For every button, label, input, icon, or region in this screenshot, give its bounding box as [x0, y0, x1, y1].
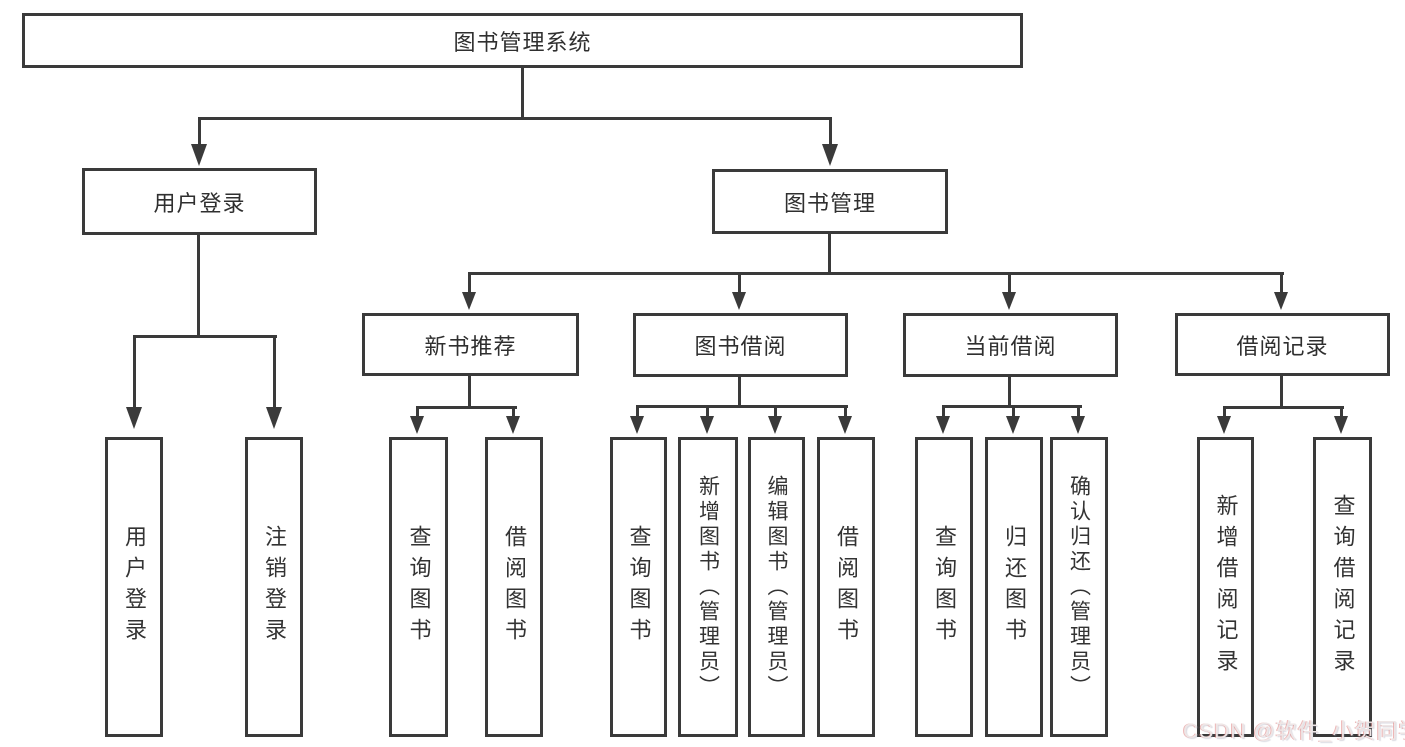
arrowhead-icon	[822, 144, 838, 166]
node-book-borrowing: 图书借阅	[633, 313, 848, 377]
leaf-add-borrow-record: 新增借阅记录	[1197, 437, 1254, 737]
arrowhead-icon	[1006, 416, 1020, 434]
edge-leaf	[844, 405, 847, 418]
edge-root-rail	[198, 117, 832, 120]
leaf-query-books-borrowing: 查询图书	[610, 437, 667, 737]
arrowhead-icon	[462, 292, 476, 310]
edge-recommend-stem	[468, 376, 471, 406]
edge-records-stem	[1280, 376, 1283, 406]
edge-leaf	[774, 405, 777, 418]
node-user-login: 用户登录	[82, 168, 317, 235]
arrowhead-icon	[630, 416, 644, 434]
edge-to-leaf-user-login	[133, 335, 136, 409]
arrowhead-icon	[191, 144, 207, 166]
edge-records-rail	[1224, 406, 1344, 409]
leaf-query-books-current-label: 查询图书	[932, 525, 957, 649]
edge-leaf	[1077, 405, 1080, 418]
edge-to-book-borrowing	[738, 272, 741, 293]
arrowhead-icon	[768, 416, 782, 434]
leaf-borrow-books-recommend: 借阅图书	[485, 437, 543, 737]
leaf-logout-label: 注销登录	[262, 525, 287, 649]
leaf-edit-books-admin: 编辑图书（管理员）	[748, 437, 805, 737]
arrowhead-icon	[732, 292, 746, 310]
leaf-add-borrow-record-label: 新增借阅记录	[1213, 494, 1239, 680]
edge-leaf	[706, 405, 709, 418]
leaf-confirm-return-admin: 确认归还（管理员）	[1050, 437, 1108, 737]
edge-book-mgmt-rail	[469, 272, 1284, 275]
arrowhead-icon	[1334, 416, 1348, 434]
leaf-query-borrow-record: 查询借阅记录	[1313, 437, 1372, 737]
edge-recommend-rail	[417, 406, 517, 409]
leaf-return-books: 归还图书	[985, 437, 1043, 737]
leaf-borrow-books-recommend-label: 借阅图书	[502, 525, 527, 649]
edge-user-login-rail	[133, 335, 277, 338]
node-borrowing-records: 借阅记录	[1175, 313, 1390, 376]
edge-leaf	[416, 406, 419, 418]
node-library-management-system: 图书管理系统	[22, 13, 1023, 68]
edge-to-borrowing-records	[1280, 272, 1283, 293]
arrowhead-icon	[1274, 292, 1288, 310]
leaf-borrow-books-label: 借阅图书	[834, 525, 859, 649]
leaf-confirm-return-admin-label: 确认归还（管理员）	[1067, 474, 1091, 700]
leaf-query-borrow-record-label: 查询借阅记录	[1330, 494, 1356, 680]
arrowhead-icon	[1002, 292, 1016, 310]
edge-leaf	[636, 405, 639, 418]
csdn-watermark: CSDN @软件_小贺同学	[1183, 720, 1405, 743]
node-current-borrowing: 当前借阅	[903, 313, 1118, 377]
leaf-query-books-borrowing-label: 查询图书	[626, 525, 652, 649]
arrowhead-icon	[838, 416, 852, 434]
edge-book-mgmt-stem	[828, 234, 831, 272]
arrowhead-icon	[936, 416, 950, 434]
node-new-book-recommendation: 新书推荐	[362, 313, 579, 376]
arrowhead-icon	[126, 407, 142, 429]
edge-to-current-borrowing	[1008, 272, 1011, 293]
arrowhead-icon	[506, 416, 520, 434]
arrowhead-icon	[1071, 416, 1085, 434]
leaf-query-books-recommend-label: 查询图书	[406, 525, 432, 649]
edge-leaf	[1012, 405, 1015, 418]
arrowhead-icon	[266, 407, 282, 429]
edge-leaf	[1340, 406, 1343, 418]
edge-leaf	[512, 406, 515, 418]
edge-root-to-book-management	[829, 117, 832, 147]
leaf-edit-books-admin-label: 编辑图书（管理员）	[765, 474, 788, 700]
leaf-query-books-current: 查询图书	[915, 437, 973, 737]
edge-current-stem	[1008, 377, 1011, 405]
edge-root-to-user-login	[198, 117, 201, 147]
leaf-borrow-books: 借阅图书	[817, 437, 875, 737]
edge-to-leaf-logout	[273, 335, 276, 409]
leaf-add-books-admin-label: 新增图书（管理员）	[696, 474, 720, 700]
leaf-user-login-label: 用户登录	[122, 525, 147, 649]
leaf-user-login: 用户登录	[105, 437, 163, 737]
leaf-add-books-admin: 新增图书（管理员）	[678, 437, 738, 737]
edge-leaf	[1223, 406, 1226, 418]
leaf-logout: 注销登录	[245, 437, 303, 737]
edge-borrowing-rail	[637, 405, 848, 408]
arrowhead-icon	[700, 416, 714, 434]
edge-borrowing-stem	[738, 377, 741, 405]
leaf-return-books-label: 归还图书	[1002, 525, 1027, 649]
edge-user-login-stem	[197, 235, 200, 335]
edge-leaf	[942, 405, 945, 418]
arrowhead-icon	[410, 416, 424, 434]
arrowhead-icon	[1217, 416, 1231, 434]
edge-root-stem	[521, 68, 524, 117]
leaf-query-books-recommend: 查询图书	[389, 437, 448, 737]
node-book-management: 图书管理	[712, 169, 948, 234]
edge-to-new-book-recommendation	[468, 272, 471, 293]
